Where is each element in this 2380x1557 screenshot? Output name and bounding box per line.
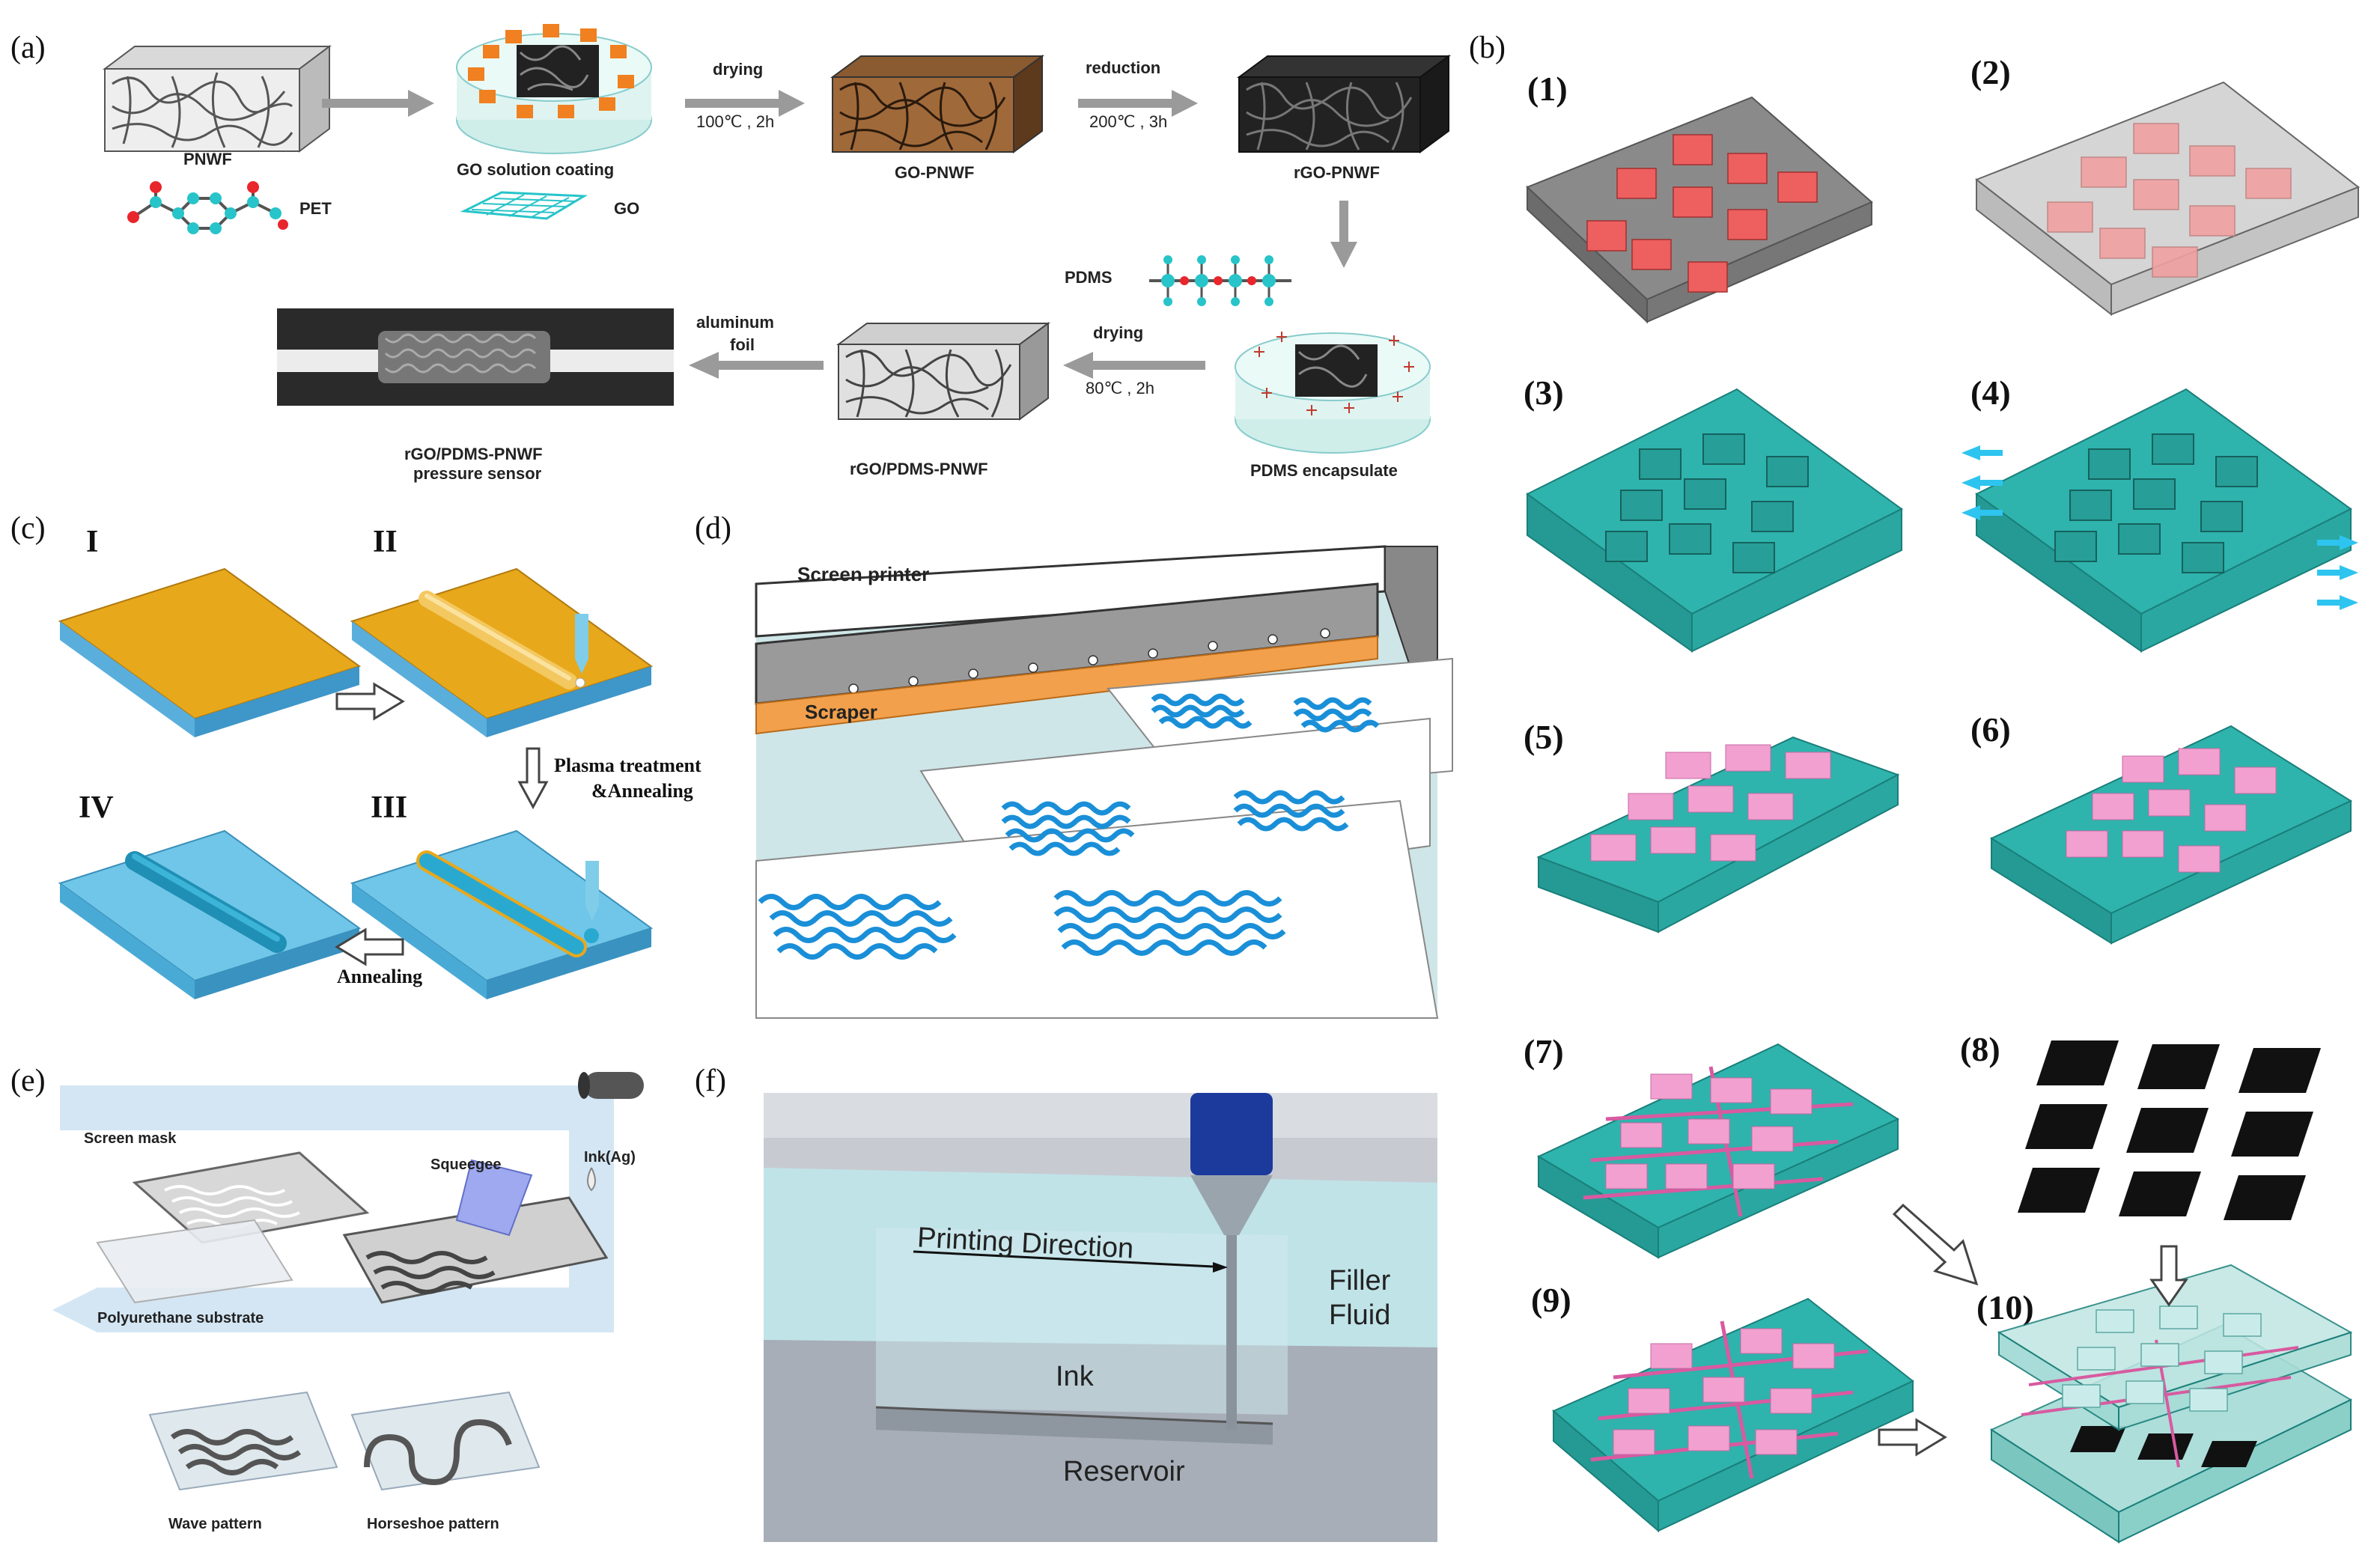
rgo-pnwf-label: rGO-PNWF: [1294, 163, 1380, 182]
step-5-label: (5): [1524, 718, 1564, 756]
step-I-illustration: [58, 567, 362, 737]
screen-mask-label: Screen mask: [84, 1130, 177, 1147]
step-7-illustration: [1536, 1043, 1900, 1259]
step-3-label: (3): [1524, 374, 1564, 412]
pnwf-block: [103, 45, 332, 153]
arrow-left-icon: [689, 352, 824, 379]
panel-c-label: (c): [10, 511, 46, 546]
pdms-label: PDMS: [1065, 268, 1113, 287]
step-8-illustration: [2018, 1040, 2321, 1220]
sensor-label-line1: rGO/PDMS-PNWF: [404, 445, 543, 463]
scraper-label: Scraper: [805, 701, 877, 723]
go-solution-coating-label: GO solution coating: [457, 160, 615, 179]
pet-molecule-icon: [127, 181, 288, 234]
filler-label: Filler: [1329, 1265, 1391, 1297]
go-pnwf-block: [830, 55, 1045, 153]
aluminum-label: aluminum: [696, 313, 774, 332]
fluid-label: Fluid: [1329, 1299, 1391, 1331]
step-2-illustration: [1975, 81, 2360, 317]
arrow-left-icon: [1063, 352, 1205, 379]
pnwf-label: PNWF: [183, 150, 232, 168]
pressure-sensor-photo: [277, 308, 674, 406]
squeegee-label: Squeegee: [430, 1157, 502, 1173]
drying-2-condition: 80℃ , 2h: [1086, 379, 1154, 397]
foil-label: foil: [730, 335, 755, 354]
step-4-illustration: [1961, 388, 2358, 653]
go-pnwf-label: GO-PNWF: [895, 163, 975, 182]
pet-label: PET: [299, 199, 332, 218]
arrow-right-icon: [335, 682, 405, 721]
step-6-illustration: [1989, 725, 2353, 945]
arrow-right-icon: [322, 90, 434, 117]
go-label: GO: [614, 199, 640, 218]
go-sheet-icon: [460, 191, 588, 220]
panel-b-label: (b): [1469, 31, 1506, 65]
panel-e-label: (e): [10, 1064, 46, 1098]
rgo-pdms-pnwf-label: rGO/PDMS-PNWF: [850, 460, 988, 478]
step-3-illustration: [1526, 388, 1903, 653]
drying-1-label: drying: [713, 60, 764, 79]
plasma-line2-label: &Annealing: [591, 780, 693, 802]
step-IV-label: IV: [79, 790, 114, 825]
step-4-label: (4): [1970, 374, 2011, 412]
step-II-label: II: [373, 525, 398, 559]
step-I-label: I: [86, 525, 99, 559]
step-8-label: (8): [1960, 1030, 2000, 1068]
screen-mask-process-illustration: [52, 1072, 644, 1491]
arrow-down-icon: [2149, 1245, 2188, 1307]
screen-printer-label: Screen printer: [797, 563, 930, 585]
polyurethane-substrate-label: Polyurethane substrate: [97, 1310, 264, 1326]
step-7-label: (7): [1524, 1032, 1564, 1070]
step-9-label: (9): [1531, 1281, 1571, 1319]
step-IV-illustration: [58, 829, 362, 999]
arrow-down-icon: [1330, 201, 1357, 268]
screen-printer-illustration: [755, 545, 1453, 1019]
step-6-label: (6): [1970, 710, 2011, 749]
arrow-right-icon: [685, 90, 805, 117]
ink-label: Ink: [1056, 1361, 1094, 1392]
step-1-label: (1): [1527, 70, 1568, 108]
rgo-pdms-pnwf-block: [836, 322, 1051, 421]
step-III-illustration: [350, 829, 654, 999]
reduction-condition: 200℃ , 3h: [1089, 112, 1168, 131]
plasma-line1-label: Plasma treatment: [554, 755, 701, 776]
ink-ag-label: Ink(Ag): [584, 1149, 636, 1166]
go-solution-dish: [456, 24, 652, 154]
pdms-molecule-icon: [1149, 255, 1291, 306]
horseshoe-pattern-label: Horseshoe pattern: [367, 1516, 499, 1532]
arrow-diagonal-icon: [1892, 1203, 1979, 1286]
reservoir-label: Reservoir: [1063, 1456, 1185, 1487]
step-10-label: (10): [1976, 1288, 2034, 1326]
step-1-illustration: [1526, 96, 1873, 324]
step-9-illustration: [1552, 1297, 1914, 1533]
pdms-encapsulate-label: PDMS encapsulate: [1250, 461, 1398, 480]
panel-d-label: (d): [695, 511, 731, 546]
step-10-illustration: [1989, 1264, 2353, 1544]
arrow-down-icon: [517, 747, 549, 810]
arrow-right-icon: [1078, 90, 1198, 117]
step-III-label: III: [371, 790, 408, 825]
step-2-label: (2): [1970, 53, 2011, 91]
sensor-label-line2: pressure sensor: [413, 464, 542, 483]
reduction-label: reduction: [1086, 58, 1161, 77]
rgo-pnwf-block: [1236, 55, 1452, 153]
printing-reservoir-illustration: [764, 1093, 1437, 1542]
panel-f-label: (f): [695, 1064, 726, 1098]
step-5-illustration: [1536, 736, 1900, 933]
drying-2-label: drying: [1093, 323, 1144, 342]
drying-1-condition: 100℃ , 2h: [696, 112, 775, 131]
wave-pattern-label: Wave pattern: [168, 1516, 262, 1532]
panel-a-label: (a): [10, 31, 46, 65]
arrow-right-icon: [1878, 1418, 1947, 1457]
step-II-illustration: [350, 567, 654, 737]
annealing-label: Annealing: [337, 966, 423, 987]
arrow-left-icon: [335, 927, 404, 966]
pdms-encapsulate-dish: [1235, 332, 1431, 454]
